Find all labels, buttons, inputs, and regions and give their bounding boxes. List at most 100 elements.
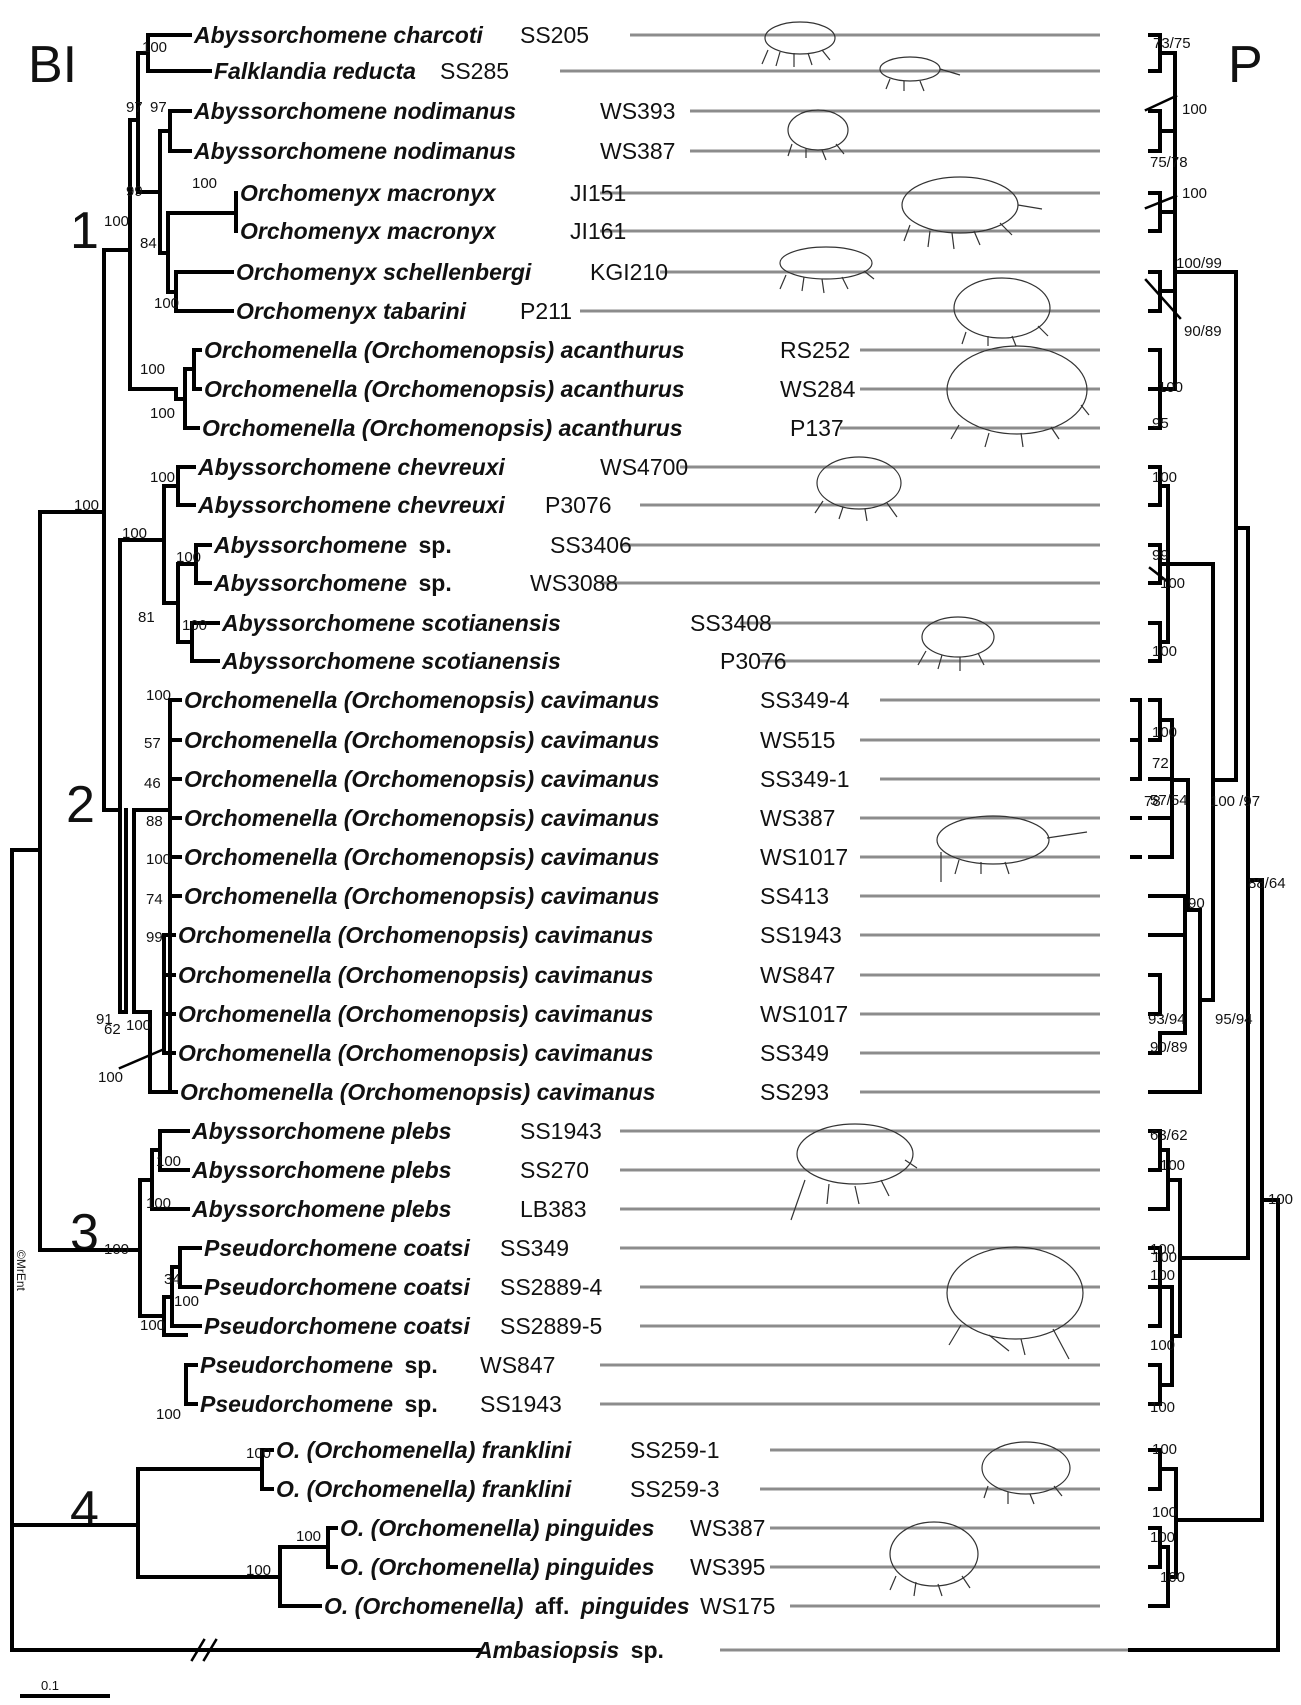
taxon-label: Orchomenyx macronyx [240,180,497,206]
taxon-name: Ambasiopsis [475,1637,619,1663]
taxon-name: Orchomenella (Orchomenopsis) acanthurus [204,337,685,363]
taxon-label: Pseudorchomene coatsi [204,1235,470,1261]
p-support-value: 100 /97 [1210,793,1260,810]
amphipod-illustration-icon [880,57,960,91]
taxon-label: Orchomenella (Orchomenopsis) acanthurus [204,337,685,363]
taxon-label: Orchomenella (Orchomenopsis) cavimanus [178,1001,653,1027]
bi-support-value: 100 [126,1017,151,1034]
p-support-value: 100/99 [1176,255,1222,272]
taxon-label: Orchomenella (Orchomenopsis) cavimanus [178,922,653,948]
specimen-code: SS3406 [550,532,632,558]
p-support-value: 63/62 [1150,1127,1188,1144]
specimen-code: SS1943 [760,922,842,948]
bi-support-value: 100 [182,617,207,634]
taxon-name: Abyssorchomene plebs [191,1157,451,1183]
bi-support-value: 99 [146,929,163,946]
bi-support-value: 34 [164,1271,181,1288]
specimen-code: P137 [790,415,844,441]
p-support-value: 72 [1152,755,1169,772]
clade-number-3: 3 [70,1204,99,1262]
bi-support-value: 100 [156,1406,181,1423]
taxon-label: Abyssorchomene sp. [213,532,452,558]
taxon-label: Abyssorchomene scotianensis [221,648,561,674]
bi-support-value: 100 [146,687,171,704]
amphipod-illustration-icon [947,346,1089,447]
taxon-name: O. (Orchomenella) franklini [276,1476,572,1502]
bi-support-value: 100 [176,549,201,566]
taxon-name: Orchomenella (Orchomenopsis) cavimanus [184,687,659,713]
p-support-value: 95 [1152,415,1169,432]
taxon-label: Orchomenella (Orchomenopsis) cavimanus [184,805,659,831]
taxon-name: Abyssorchomene chevreuxi [197,454,505,480]
taxon-name: Orchomenella (Orchomenopsis) cavimanus [178,1040,653,1066]
bi-support-value: 100 [140,1317,165,1334]
taxon-epithet: pinguides [569,1593,689,1619]
clade-number-2: 2 [66,776,95,834]
specimen-code: WS1017 [760,844,848,870]
specimen-code: WS1017 [760,1001,848,1027]
taxon-name: Orchomenyx schellenbergi [236,259,532,285]
taxon-label: Abyssorchomene plebs [191,1196,451,1222]
specimen-code: JI161 [570,218,626,244]
taxon-label: Orchomenella (Orchomenopsis) cavimanus [184,727,659,753]
bi-support-value: 100 [98,1069,123,1086]
taxon-label: Orchomenella (Orchomenopsis) cavimanus [180,1079,655,1105]
amphipod-illustration-icon [937,816,1087,882]
taxon-name: O. (Orchomenella) [324,1593,523,1619]
taxon-name: Orchomenella (Orchomenopsis) acanthurus [204,376,685,402]
taxon-label: Pseudorchomene sp. [200,1391,438,1417]
specimen-code: WS847 [760,962,835,988]
specimen-code: WS387 [690,1515,765,1541]
taxon-label: Abyssorchomene chevreuxi [197,454,505,480]
specimen-code: RS252 [780,337,850,363]
taxon-qualifier: aff. [523,1593,569,1619]
taxon-label: O. (Orchomenella) aff. pinguides [324,1593,690,1619]
specimen-code: SS349-1 [760,766,850,792]
p-support-value: 100 [1150,1337,1175,1354]
taxon-name: Abyssorchomene scotianensis [221,610,561,636]
taxon-label: Orchomenyx schellenbergi [236,259,532,285]
taxon-qualifier: sp. [407,570,452,596]
bi-support-value: 46 [144,775,161,792]
specimen-code: KGI210 [590,259,668,285]
taxon-name: Orchomenella (Orchomenopsis) cavimanus [184,727,659,753]
p-support-value: 99 [1152,547,1169,564]
specimen-code: LB383 [520,1196,587,1222]
taxon-label: O. (Orchomenella) franklini [276,1437,572,1463]
specimen-code: WS387 [760,805,835,831]
taxon-name: Abyssorchomene [213,570,407,596]
p-support-value: 100 [1152,643,1177,660]
bi-support-value: 100 [246,1562,271,1579]
taxon-name: Abyssorchomene chevreuxi [197,492,505,518]
p-support-value: 100 [1158,379,1183,396]
p-support-value: 100 [1152,724,1177,741]
taxon-label: Abyssorchomene plebs [191,1157,451,1183]
bi-support-value: 100 [142,39,167,56]
taxon-label: Orchomenella (Orchomenopsis) acanthurus [202,415,683,441]
taxon-label: Orchomenella (Orchomenopsis) cavimanus [184,687,659,713]
bi-support-value: 100 [174,1293,199,1310]
p-support-value: 95/94 [1215,1011,1253,1028]
taxon-name: Orchomenella (Orchomenopsis) cavimanus [178,1001,653,1027]
taxon-label: Falklandia reducta [214,58,416,84]
taxon-labels: Abyssorchomene charcotiSS205Falklandia r… [178,22,856,1663]
taxon-name: Pseudorchomene coatsi [204,1274,470,1300]
p-support-value: 90 [1188,895,1205,912]
p-support-value: 73/75 [1153,35,1191,52]
bi-support-value: 100 [150,469,175,486]
amphipod-illustration-icon [762,22,835,67]
panel-label-bi: BI [28,36,77,94]
taxon-qualifier: sp. [619,1637,664,1663]
specimen-code: SS2889-5 [500,1313,602,1339]
bi-support-value: 100 [246,1445,271,1462]
taxon-name: Orchomenyx tabarini [236,298,467,324]
p-support-value: 100 [1160,575,1185,592]
bi-support-value: 100 [140,361,165,378]
taxon-qualifier: sp. [393,1391,438,1417]
p-support-value: 100 [1150,1529,1175,1546]
scale-bar-label: 0.1 [41,1678,59,1693]
copyright-note: ©MrEnt [14,1250,28,1292]
amphipod-illustration-icon [780,247,874,293]
taxon-label: Orchomenyx tabarini [236,298,467,324]
